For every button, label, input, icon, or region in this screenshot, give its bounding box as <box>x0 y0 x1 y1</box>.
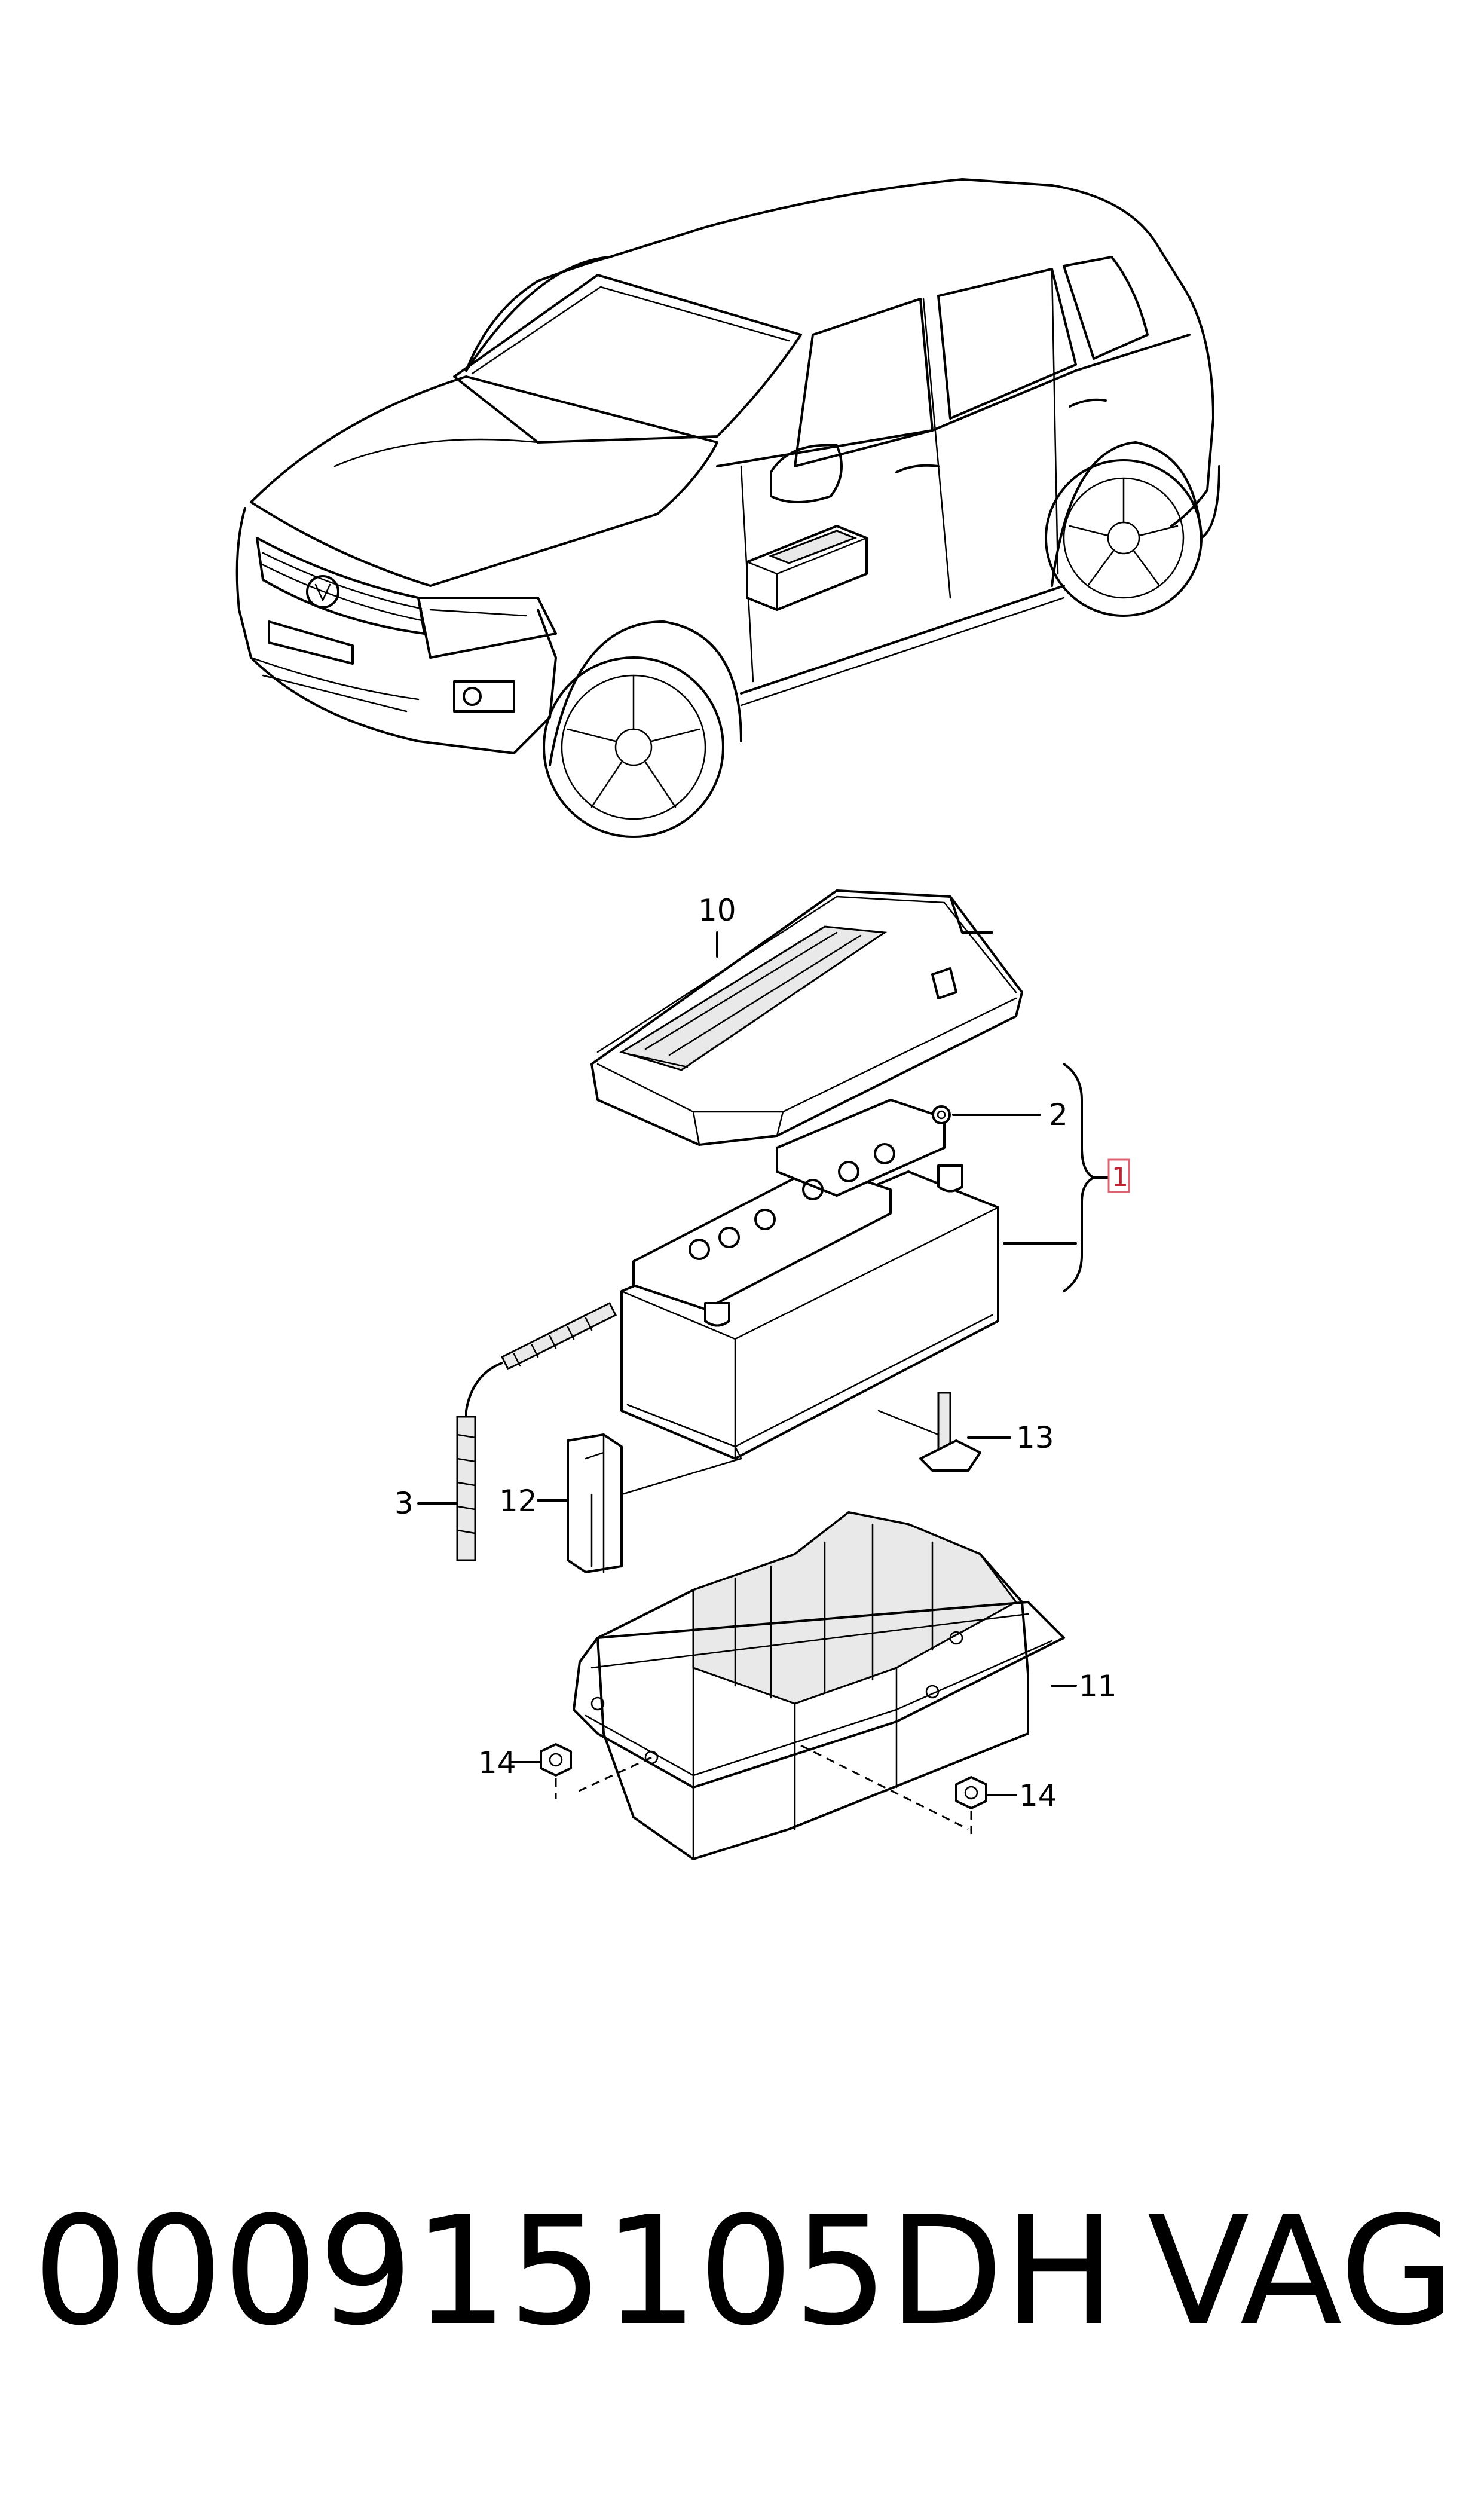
callout-1-highlight <box>1107 1158 1130 1193</box>
battery-tray <box>573 1511 1065 1860</box>
part-number: 000915105DH <box>33 2184 1116 2358</box>
vehicle-illustration <box>235 178 1220 838</box>
callout-12: 12 <box>499 1484 537 1518</box>
battery <box>620 1099 999 1460</box>
callout-3: 3 <box>394 1486 414 1521</box>
nut-right <box>955 1776 987 1835</box>
callout-2: 2 <box>1049 1097 1068 1132</box>
clamp <box>567 1433 623 1573</box>
mounting-axis-right <box>800 1744 969 1830</box>
callout-14-left: 14 <box>478 1745 516 1780</box>
callout-1: 1 <box>1112 1162 1128 1193</box>
brand-name: VAG <box>1147 2184 1455 2358</box>
part-number-footer: 000915105DH VAG <box>33 2176 1455 2367</box>
fastener-2 <box>932 1105 951 1124</box>
clamp-link-line <box>620 1457 742 1496</box>
callout-13: 13 <box>1016 1420 1054 1455</box>
callout-11: 11 <box>1079 1669 1117 1704</box>
callout-14-right: 14 <box>1019 1778 1057 1813</box>
nut-left <box>540 1743 572 1799</box>
battery-cover <box>590 889 1023 1146</box>
threaded-rod <box>456 1301 617 1561</box>
group-bracket <box>1063 1063 1095 1292</box>
callout-10: 10 <box>698 893 736 928</box>
retainer <box>877 1392 981 1472</box>
